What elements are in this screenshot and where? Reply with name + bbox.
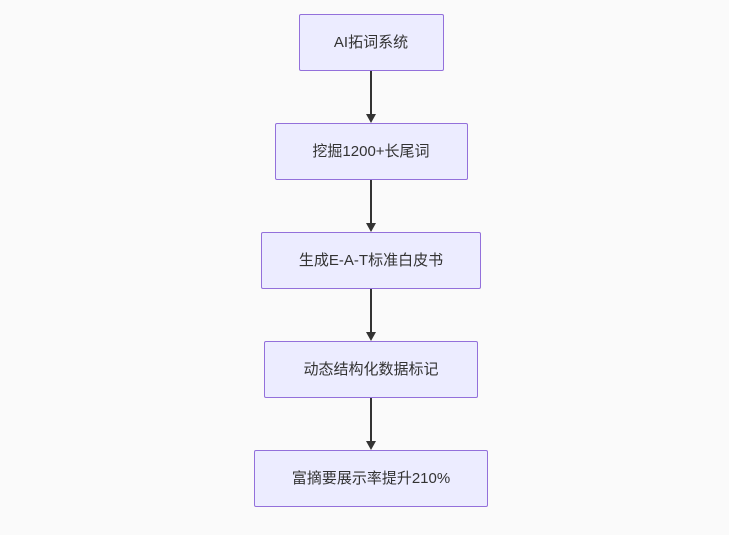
flow-arrow-1 bbox=[366, 71, 376, 123]
flow-node-longtail-mining: 挖掘1200+长尾词 bbox=[274, 123, 468, 180]
node-label: 生成E-A-T标准白皮书 bbox=[298, 252, 444, 269]
flow-arrow-4 bbox=[366, 398, 376, 450]
flow-arrow-2 bbox=[366, 180, 376, 232]
arrow-head-down-icon bbox=[366, 332, 376, 341]
flowchart: AI拓词系统 挖掘1200+长尾词 生成E-A-T标准白皮书 动态结构化数据标记 bbox=[254, 14, 488, 507]
node-label: 富摘要展示率提升210% bbox=[291, 470, 451, 487]
arrow-line bbox=[370, 71, 372, 114]
flow-node-rich-snippet-result: 富摘要展示率提升210% bbox=[254, 450, 488, 507]
arrow-head-down-icon bbox=[366, 114, 376, 123]
arrow-line bbox=[370, 398, 372, 441]
flow-node-ai-keyword-system: AI拓词系统 bbox=[298, 14, 444, 71]
flow-node-structured-data-markup: 动态结构化数据标记 bbox=[264, 341, 478, 398]
arrow-head-down-icon bbox=[366, 441, 376, 450]
arrow-line bbox=[370, 289, 372, 332]
node-label: AI拓词系统 bbox=[333, 34, 409, 51]
flow-node-eat-whitepaper: 生成E-A-T标准白皮书 bbox=[261, 232, 481, 289]
arrow-head-down-icon bbox=[366, 223, 376, 232]
arrow-line bbox=[370, 180, 372, 223]
node-label: 挖掘1200+长尾词 bbox=[312, 143, 430, 160]
flow-arrow-3 bbox=[366, 289, 376, 341]
node-label: 动态结构化数据标记 bbox=[303, 361, 439, 378]
